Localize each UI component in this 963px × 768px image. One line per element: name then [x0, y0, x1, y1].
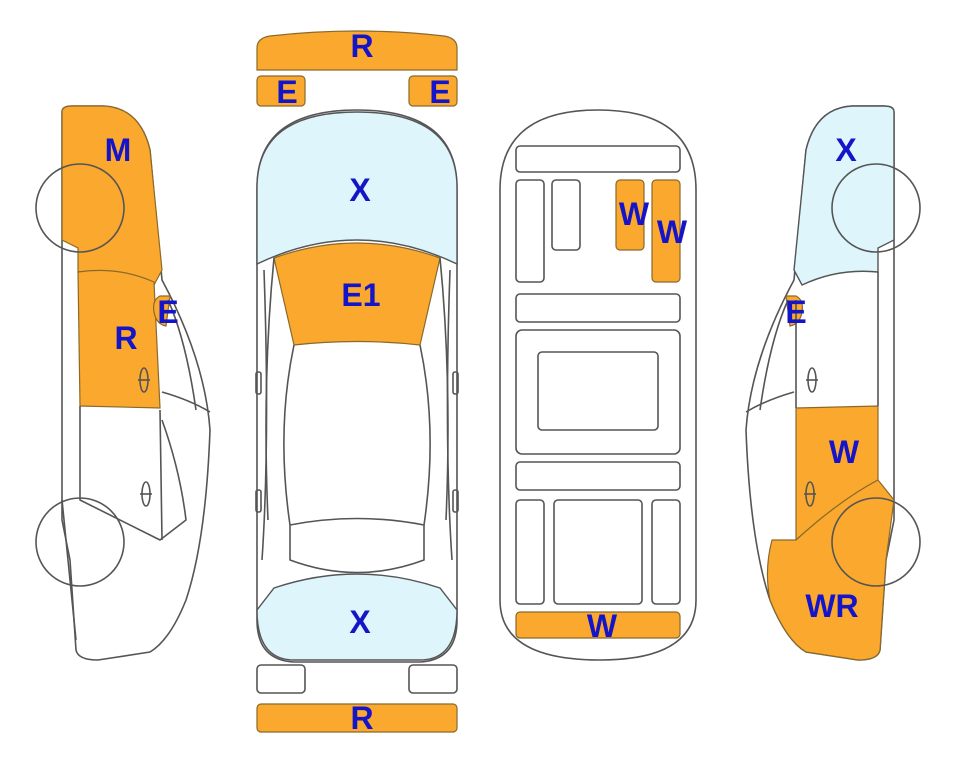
- right-front-fender-label: WR: [805, 588, 858, 624]
- interior-outline: [499, 109, 697, 661]
- front-left-marker-label: E: [276, 74, 297, 110]
- top-view: R E E X E1 X R: [255, 28, 459, 736]
- left-mirror-label: E: [157, 294, 178, 330]
- rear-window-label: X: [349, 604, 371, 640]
- left-front-door-panel[interactable]: [77, 269, 161, 409]
- interior-seat-a-panel[interactable]: [615, 179, 645, 251]
- left-front-wheel[interactable]: [35, 163, 125, 253]
- hood-label: X: [349, 172, 371, 208]
- right-side-view: X E W WR: [745, 105, 921, 661]
- rear-seat-left-panel[interactable]: [515, 499, 545, 605]
- rear-window-panel[interactable]: [256, 573, 458, 661]
- interior-rear-panel[interactable]: [515, 611, 681, 639]
- rear-bumper-label: R: [350, 700, 373, 736]
- front-bumper-label: R: [350, 28, 373, 64]
- rear-row-divider-panel[interactable]: [515, 461, 681, 491]
- left-front-fender-label: M: [105, 132, 132, 168]
- dashboard-panel[interactable]: [515, 145, 681, 173]
- rear-bumper-panel[interactable]: [256, 703, 458, 733]
- right-rear-door-label: W: [829, 434, 860, 470]
- front-bumper-panel[interactable]: [256, 30, 458, 71]
- right-front-fender-panel[interactable]: [766, 479, 895, 661]
- right-rear-quarter-label: X: [835, 132, 857, 168]
- front-left-marker-panel[interactable]: [256, 75, 306, 107]
- seat-front-left-panel[interactable]: [515, 179, 545, 283]
- interior-rear-label: W: [587, 608, 618, 644]
- interior-seat-a-label: W: [619, 196, 650, 232]
- interior-seat-b-panel[interactable]: [651, 179, 681, 283]
- right-front-wheel[interactable]: [831, 497, 921, 587]
- right-rear-wheel[interactable]: [831, 163, 921, 253]
- rear-right-light-panel[interactable]: [408, 664, 458, 694]
- left-mirror-panel[interactable]: [153, 295, 171, 327]
- rear-left-light-panel[interactable]: [256, 664, 306, 694]
- front-right-marker-panel[interactable]: [408, 75, 458, 107]
- rear-seat-right-panel[interactable]: [651, 499, 681, 605]
- front-right-marker-label: E: [429, 74, 450, 110]
- left-side-view: M R E: [35, 105, 211, 661]
- left-rear-wheel[interactable]: [35, 497, 125, 587]
- rear-seat-middle-panel[interactable]: [553, 499, 643, 605]
- interior-view: W W W: [499, 109, 697, 661]
- middle-console-panel[interactable]: [537, 351, 659, 431]
- windshield-label: E1: [341, 277, 380, 313]
- interior-seat-b-label: W: [657, 214, 688, 250]
- right-mirror-panel[interactable]: [785, 295, 803, 327]
- right-mirror-label: E: [785, 294, 806, 330]
- right-rear-quarter-panel[interactable]: [793, 105, 895, 286]
- hood-panel[interactable]: [256, 111, 458, 266]
- console-front-panel[interactable]: [551, 179, 581, 251]
- row-divider-panel[interactable]: [515, 293, 681, 323]
- left-front-door-label: R: [114, 320, 137, 356]
